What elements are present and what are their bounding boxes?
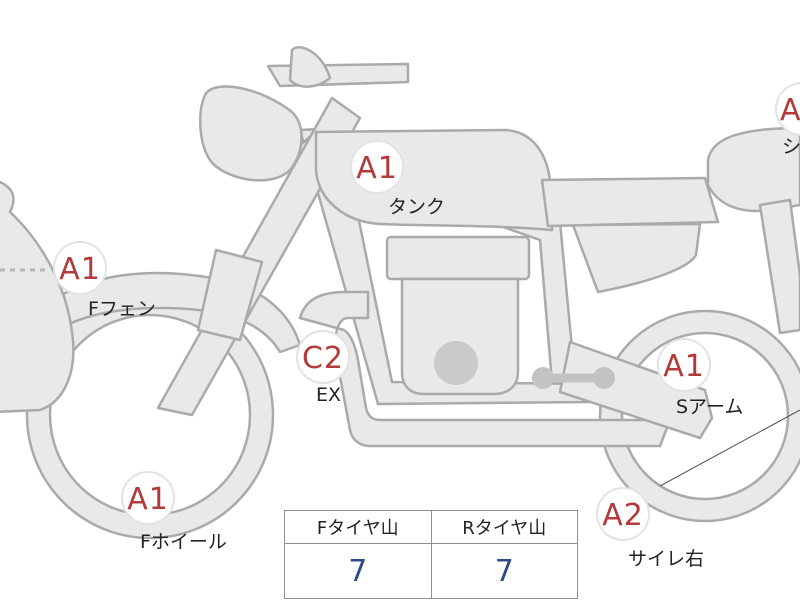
handlebar — [266, 62, 410, 88]
header-front-tire-tread: Fタイヤ山 — [284, 510, 432, 544]
part-label-f-wheel: Fホイール — [140, 531, 227, 553]
part-label-exhaust: EX — [316, 384, 342, 406]
value-rear-tire-tread: 7 — [430, 543, 578, 599]
front-fork — [156, 96, 362, 417]
part-label-swing-arm: Sアーム — [676, 396, 744, 418]
front-cowl-edge — [0, 180, 75, 414]
grade-badge-f-wheel: A1 — [121, 471, 175, 525]
part-label-muffler-right: サイレ右 — [628, 548, 705, 570]
tire-tread-table: Fタイヤ山 Rタイヤ山 7 7 — [284, 510, 578, 599]
grade-badge-tank: A1 — [350, 140, 404, 194]
grade-badge-f-fender: A1 — [53, 241, 107, 295]
header-rear-tire-tread: Rタイヤ山 — [430, 510, 578, 544]
rear-cowl — [706, 126, 800, 213]
seat — [540, 176, 720, 228]
rear-shock — [758, 198, 800, 335]
side-cover — [571, 222, 702, 294]
value-front-tire-tread: 7 — [284, 543, 432, 599]
table-header-row: Fタイヤ山 Rタイヤ山 — [284, 510, 578, 544]
grade-badge-exhaust: C2 — [296, 330, 350, 384]
grade-badge-swing-arm: A1 — [657, 338, 711, 392]
engine — [385, 235, 615, 396]
exhaust-pipe — [298, 290, 672, 448]
part-label-seat: シ — [782, 136, 800, 158]
table-row: 7 7 — [284, 543, 578, 599]
headlight — [199, 85, 303, 182]
part-label-f-fender: Fフェン — [88, 298, 156, 320]
grade-badge-muffler-right: A2 — [596, 487, 650, 541]
meter — [288, 46, 332, 88]
part-label-tank: タンク — [388, 196, 446, 218]
leader-line-muffler — [659, 409, 800, 487]
